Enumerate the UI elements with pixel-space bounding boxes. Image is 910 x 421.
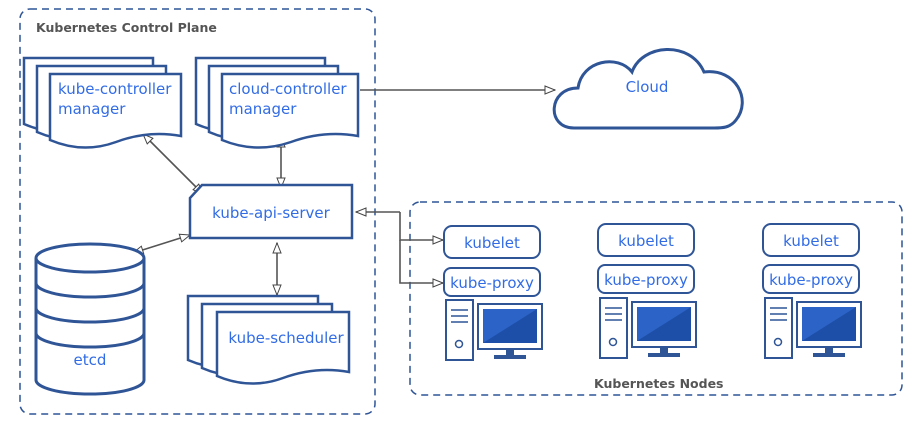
api-server-shape: [188, 183, 354, 240]
doc-front: [48, 72, 183, 149]
kube-proxy-label: kube-proxy: [769, 271, 853, 289]
kubelet-box: [762, 223, 860, 257]
controller-manager-label-line1: kube-controller: [58, 80, 172, 98]
kube-proxy-box: [443, 267, 541, 297]
cloud-label: Cloud: [626, 78, 669, 96]
node-2[interactable]: kubelet kube-proxy: [597, 223, 697, 359]
api-server-label: kube-api-server: [212, 204, 331, 222]
arrow-api-kubelet: [399, 212, 443, 240]
node-1[interactable]: kubelet kube-proxy: [443, 225, 543, 361]
control-plane-title: Kubernetes Control Plane: [36, 20, 217, 35]
etcd-database[interactable]: etcd: [34, 242, 146, 396]
cloud-controller-manager-label-line1: cloud-controller: [229, 80, 347, 98]
tower: [445, 299, 474, 361]
kubelet-label: kubelet: [783, 232, 839, 250]
computer-icon: [445, 299, 543, 361]
cloud-controller-manager-label-line2: manager: [229, 100, 297, 118]
kubelet-label: kubelet: [464, 234, 520, 252]
computer-icon: [764, 297, 862, 359]
computer-icon: [599, 297, 697, 359]
etcd-ring-2: [34, 307, 146, 324]
kube-proxy-label: kube-proxy: [604, 271, 688, 289]
arrow-controller-api: [143, 134, 203, 194]
kubelet-box: [597, 223, 695, 257]
kube-proxy-label: kube-proxy: [450, 274, 534, 292]
etcd-top: [34, 242, 146, 274]
nodes-title: Kubernetes Nodes: [594, 376, 724, 391]
etcd-ring-3: [34, 332, 146, 349]
scheduler-label: kube-scheduler: [228, 329, 344, 347]
kubelet-box: [443, 225, 541, 259]
node-3[interactable]: kubelet kube-proxy: [762, 223, 862, 359]
controller-manager-label-line2: manager: [58, 100, 126, 118]
etcd-ring-1: [34, 282, 146, 299]
kube-proxy-box: [762, 264, 860, 294]
kube-controller-manager[interactable]: kube-controller manager: [22, 56, 183, 149]
cloud-controller-manager[interactable]: cloud-controller manager: [194, 56, 360, 149]
etcd-body: [34, 258, 146, 396]
kube-proxy-box: [597, 264, 695, 294]
cloud[interactable]: Cloud: [552, 48, 744, 130]
arrow-api-kubeproxy: [399, 240, 443, 283]
etcd-label: etcd: [74, 351, 107, 369]
cloud-shape: [552, 48, 744, 130]
doc-front: [215, 310, 351, 385]
doc-front: [220, 72, 360, 149]
tower: [599, 297, 628, 359]
kube-scheduler[interactable]: kube-scheduler: [186, 294, 351, 385]
kube-api-server[interactable]: kube-api-server: [188, 183, 354, 240]
kubelet-label: kubelet: [618, 232, 674, 250]
nodes-group: [409, 201, 903, 396]
arrow-etcd-api: [133, 235, 190, 253]
tower: [764, 297, 793, 359]
connectors: [133, 90, 555, 295]
